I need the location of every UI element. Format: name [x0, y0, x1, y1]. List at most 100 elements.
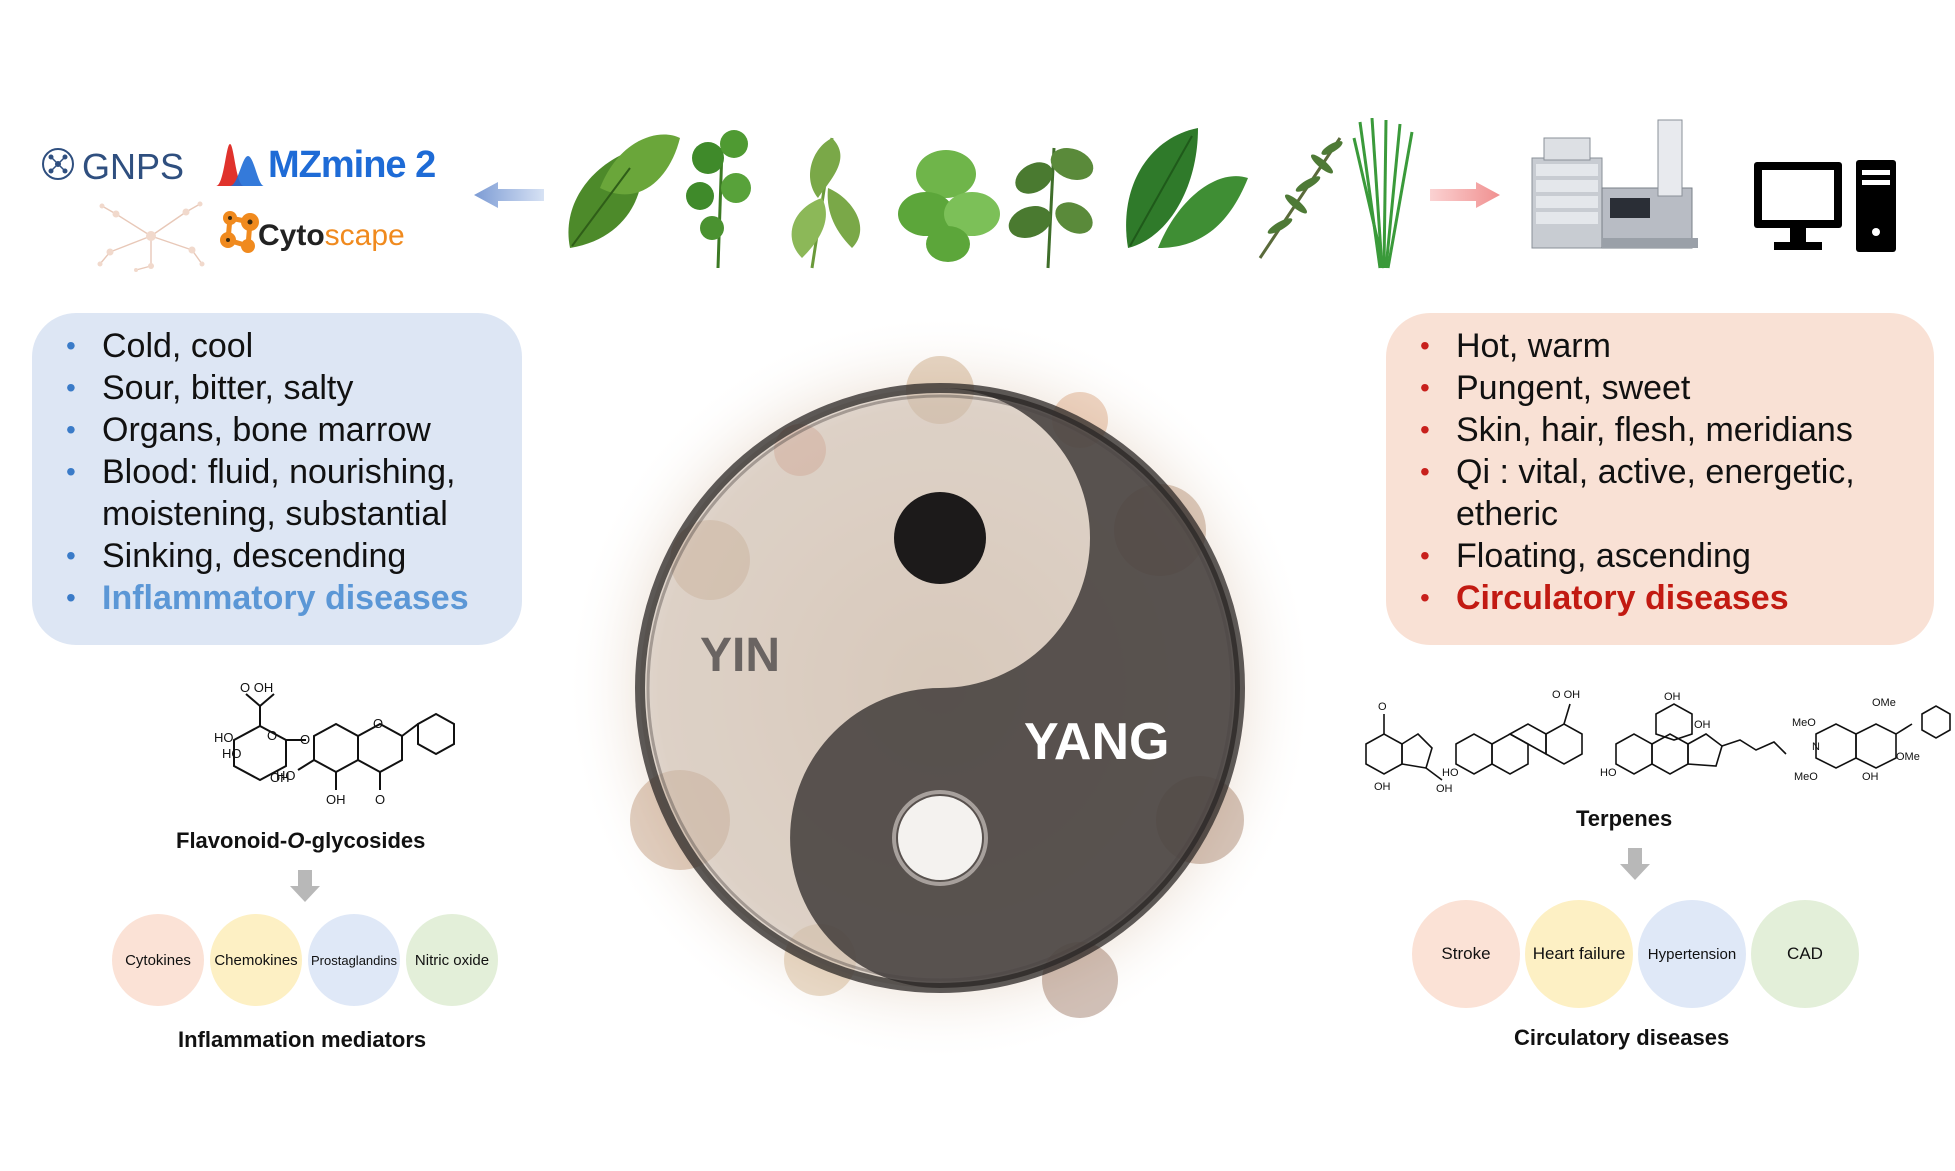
yang-label: YANG [1024, 713, 1170, 771]
yang-properties-list: • Hot, warm • Pungent, sweet • Skin, hair, … [1406, 325, 1904, 619]
oregano-icon [1008, 147, 1094, 269]
flavonoid-label-a: Flavonoid- [176, 828, 288, 853]
mzmine-logo-text: MZmine 2 [268, 144, 436, 186]
atom-label: O OH [240, 680, 273, 695]
cytoscape-logo-text: Cytoscape [258, 219, 405, 253]
cytoscape-text-a: Cyto [258, 219, 325, 252]
lc-ms-instrument-icon [1531, 119, 1698, 249]
bullet-icon: • [66, 540, 76, 571]
atom-label: O [375, 792, 385, 807]
atom-label: OH [1694, 719, 1711, 731]
bullet-icon: • [1420, 540, 1430, 571]
yin-item-blood: • Blood: fluid, nourishing, [52, 451, 492, 493]
atom-label: HO [1600, 767, 1617, 779]
mediator-prostaglandins: Prostaglandins [308, 914, 400, 1006]
yin-item-organs: • Organs, bone marrow [52, 409, 492, 451]
atom-label: OH [270, 770, 290, 785]
bullet-icon: • [1420, 372, 1430, 403]
bullet-icon: • [1420, 456, 1430, 487]
flavonoid-label: Flavonoid-O-glycosides [176, 828, 425, 854]
bullet-icon: • [66, 330, 76, 361]
yang-item-text: Qi : vital, active, energetic, [1456, 453, 1855, 491]
inflammation-mediators-label: Inflammation mediators [178, 1027, 427, 1052]
atom-label: N [1812, 741, 1820, 753]
arrow-left-icon [474, 182, 544, 208]
terpenes-label: Terpenes [1576, 806, 1673, 831]
basil-leaf-icon [568, 134, 680, 248]
disease-hypertension: Hypertension [1638, 900, 1746, 1008]
yang-item-tissues: • Skin, hair, flesh, meridians [1406, 409, 1904, 451]
yang-item-qi: • Qi : vital, active, energetic, [1406, 451, 1904, 493]
yin-item-disease: • Inflammatory diseases [52, 577, 492, 619]
atom-label: MeO [1794, 771, 1818, 783]
yang-item-disease-text: Circulatory diseases [1456, 579, 1789, 617]
flavonoid-label-o: O [287, 828, 305, 853]
bay-leaf-icon [1126, 128, 1248, 248]
coriander-icon [686, 130, 751, 269]
atom-label: OMe [1872, 697, 1896, 709]
atom-label: MeO [1792, 717, 1816, 729]
yin-item-text: Organs, bone marrow [102, 411, 431, 449]
yang-item-text: Hot, warm [1456, 327, 1611, 365]
yin-item-blood-cont: moistening, substantial [52, 493, 492, 535]
yang-item-taste: • Pungent, sweet [1406, 367, 1904, 409]
yin-item-text: moistening, substantial [102, 495, 448, 533]
bullet-icon: • [66, 414, 76, 445]
gnps-logo-icon [42, 148, 74, 180]
atom-label: HO [214, 730, 234, 745]
atom-label: OH [1862, 771, 1879, 783]
yin-item-text: Cold, cool [102, 327, 254, 365]
atom-label: O [300, 732, 310, 747]
bullet-icon: • [1420, 414, 1430, 445]
cytoscape-logo-icon [220, 211, 259, 253]
yang-item-text: Pungent, sweet [1456, 369, 1691, 407]
bullet-icon: • [1420, 582, 1430, 613]
mint-icon [898, 150, 1000, 262]
yin-properties-list: •Cold, cool •Sour, bitter, salty •Organs… [52, 325, 492, 619]
yang-item-direction: •Floating, ascending [1406, 535, 1904, 577]
down-arrow-icon [1620, 848, 1650, 880]
atom-label: OH [1374, 781, 1391, 793]
mediator-cytokines: Cytokines [112, 914, 204, 1006]
yin-item-text: Sour, bitter, salty [102, 369, 354, 407]
mediator-chemokines: Chemokines [210, 914, 302, 1006]
yin-properties-box: •Cold, cool •Sour, bitter, salty •Organs… [32, 313, 522, 645]
yin-item-text: Sinking, descending [102, 537, 407, 575]
yin-label: YIN [700, 629, 781, 682]
disease-cad: CAD [1751, 900, 1859, 1008]
atom-label: O OH [1552, 689, 1580, 701]
yang-item-temperature: • Hot, warm [1406, 325, 1904, 367]
yin-item-direction: • Sinking, descending [52, 535, 492, 577]
yang-item-qi-cont: etheric [1406, 493, 1904, 535]
yin-item-taste: •Sour, bitter, salty [52, 367, 492, 409]
yin-item-text: Blood: fluid, nourishing, [102, 453, 456, 491]
network-graph-icon [97, 201, 205, 272]
atom-label: HO [222, 746, 242, 761]
arugula-icon [791, 137, 861, 269]
down-arrow-icon [290, 870, 320, 902]
mzmine-peak-icon [216, 144, 264, 186]
yin-item-disease-text: Inflammatory diseases [102, 579, 469, 617]
cytoscape-text-b: scape [324, 219, 405, 252]
disease-stroke: Stroke [1412, 900, 1520, 1008]
atom-label: HO [1442, 767, 1459, 779]
bullet-icon: • [1420, 330, 1430, 361]
bullet-icon: • [66, 456, 76, 487]
atom-label: OH [326, 792, 346, 807]
bullet-icon: • [66, 582, 76, 613]
chives-icon [1352, 118, 1414, 269]
atom-label: O [373, 716, 383, 731]
yang-item-text: Skin, hair, flesh, meridians [1456, 411, 1853, 449]
yang-properties-box: • Hot, warm • Pungent, sweet • Skin, hair, … [1386, 313, 1934, 645]
circulatory-diseases-label: Circulatory diseases [1514, 1025, 1730, 1050]
atom-label: HO [276, 768, 296, 783]
atom-label: O [267, 728, 277, 743]
atom-label: OH [1436, 783, 1453, 795]
yin-item-temperature: • Cold, cool [52, 325, 492, 367]
yang-item-text: etheric [1456, 495, 1559, 533]
disease-heart-failure: Heart failure [1525, 900, 1633, 1008]
flavonoid-label-c: -glycosides [304, 828, 426, 853]
atom-label: OMe [1896, 751, 1920, 763]
arrow-right-icon [1430, 182, 1500, 208]
mediator-nitric-oxide: Nitric oxide [406, 914, 498, 1006]
